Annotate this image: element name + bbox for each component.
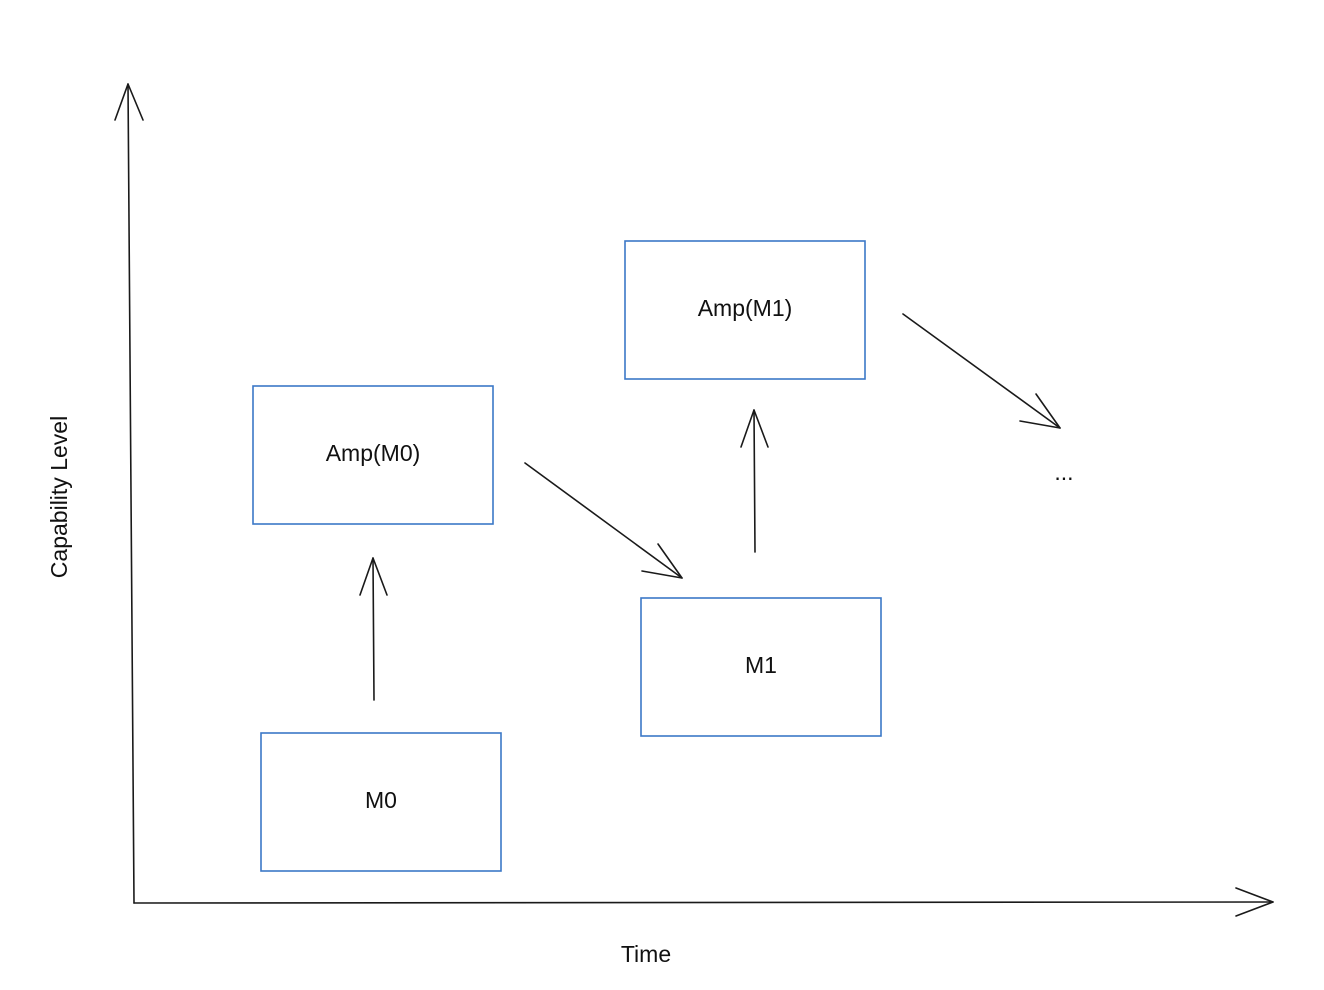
node-amp-m1-label: Amp(M1)	[698, 295, 793, 321]
arrow-amp-m1-to-next	[902, 313, 1061, 429]
y-axis	[114, 83, 144, 904]
x-axis	[133, 887, 1274, 917]
node-m1: M1	[640, 597, 882, 737]
node-m1-label: M1	[745, 652, 777, 678]
node-m0-label: M0	[365, 787, 397, 813]
y-axis-label: Capability Level	[46, 416, 72, 578]
node-amp-m0: Amp(M0)	[252, 385, 494, 525]
continuation-ellipsis: ...	[1054, 459, 1073, 485]
arrow-m1-to-amp-m1	[740, 409, 769, 553]
x-axis-label: Time	[621, 941, 671, 967]
node-m0: M0	[260, 732, 502, 872]
node-amp-m1: Amp(M1)	[624, 240, 866, 380]
arrow-m0-to-amp-m0	[359, 557, 388, 701]
node-amp-m0-label: Amp(M0)	[326, 440, 421, 466]
arrow-amp-m0-to-m1	[524, 462, 683, 579]
